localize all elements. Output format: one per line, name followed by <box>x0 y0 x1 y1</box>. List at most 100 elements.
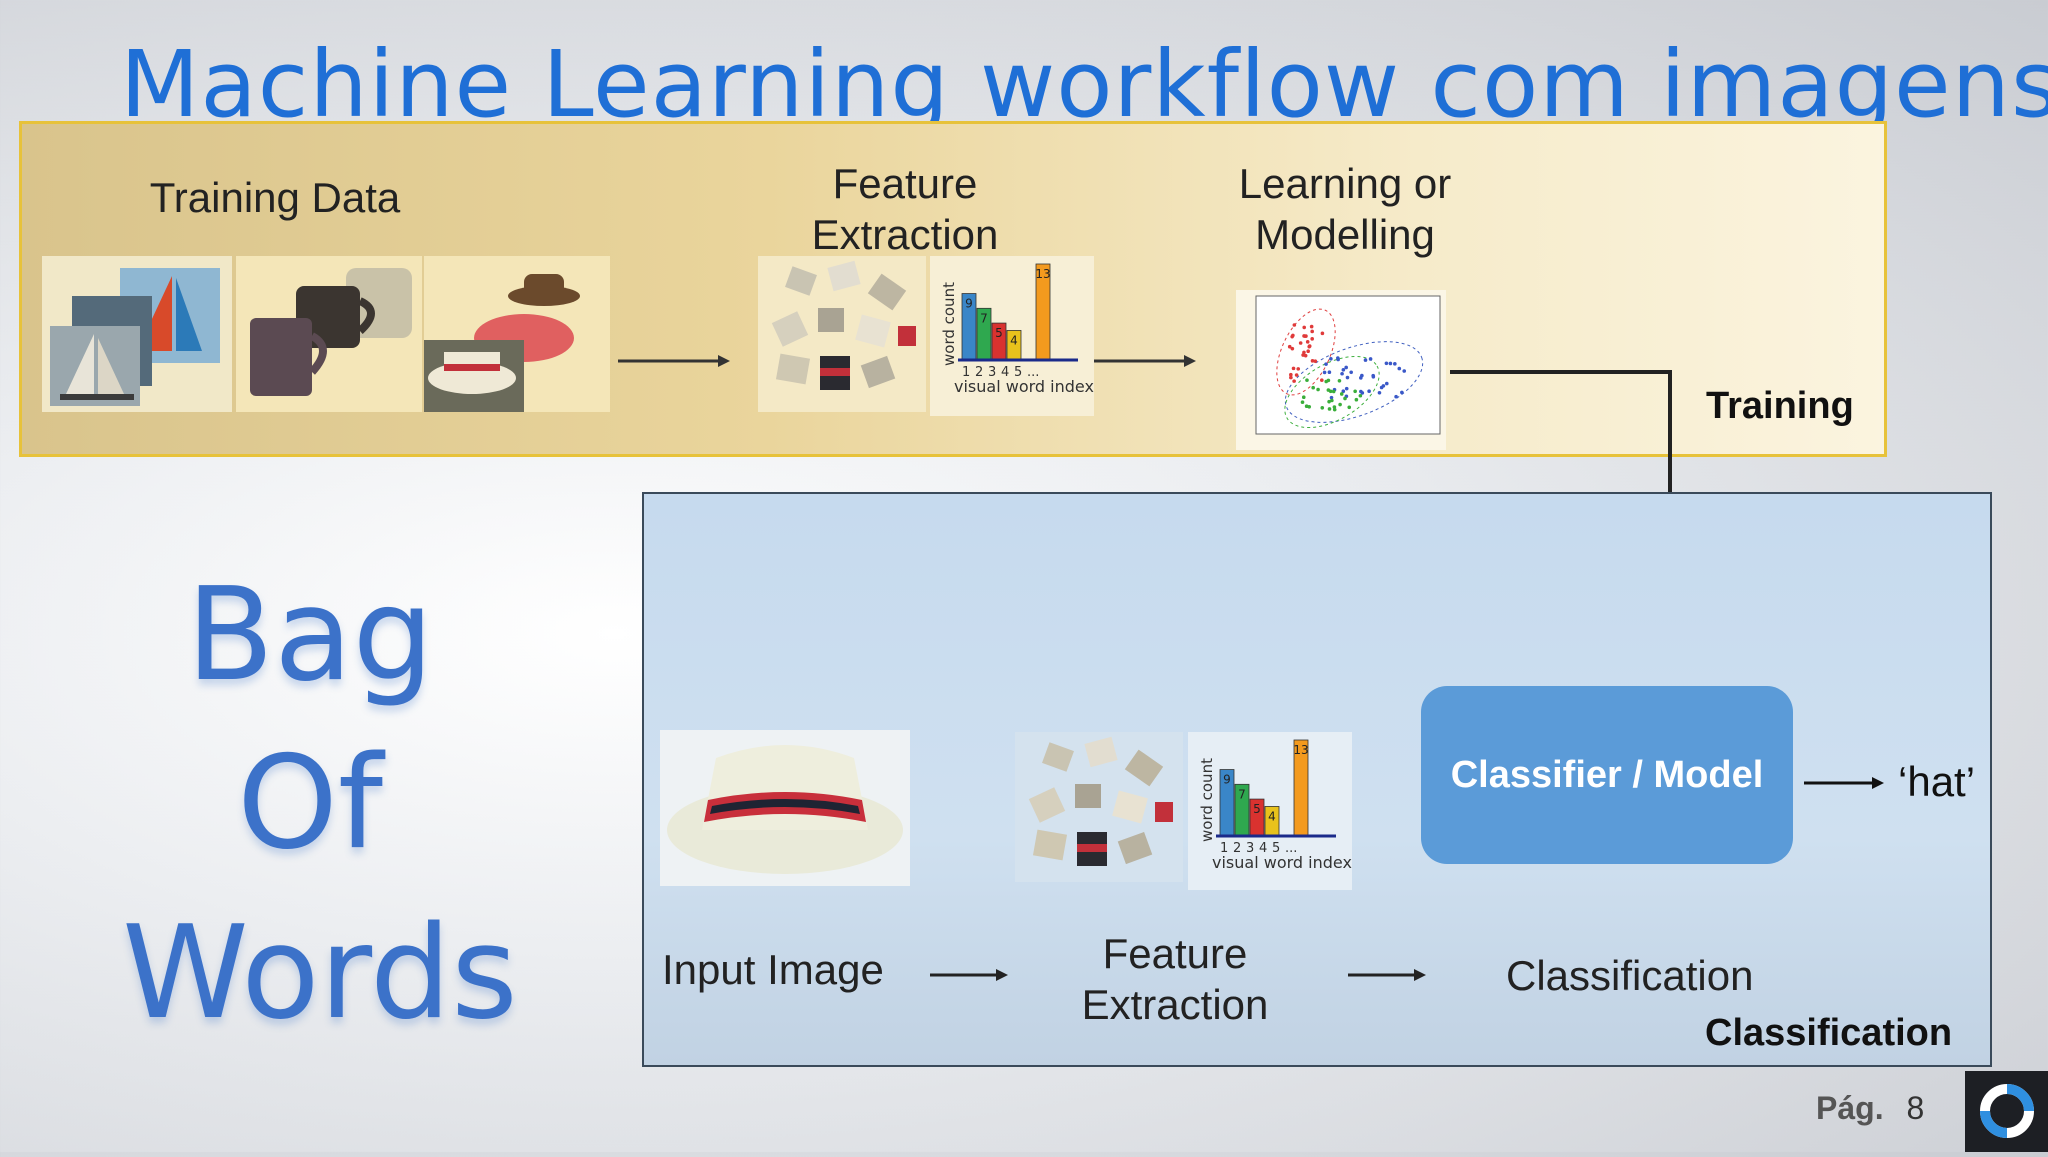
scatter-point <box>1336 356 1340 360</box>
hist-xlabel: visual word index <box>954 377 1094 396</box>
scatter-point <box>1340 371 1344 376</box>
hist-tick-label: 2 <box>1233 841 1241 856</box>
hist-bar-label: 7 <box>980 311 988 325</box>
scatter-point <box>1332 405 1337 409</box>
scatter-point <box>1330 398 1334 403</box>
scatter-point <box>1381 384 1386 388</box>
scatter-point <box>1291 333 1295 338</box>
feature-bottom-line1: Feature <box>1102 930 1248 977</box>
scatter-point <box>1294 373 1299 377</box>
scatter-point <box>1360 373 1364 378</box>
classifier-model-box: Classifier / Model <box>1421 686 1793 864</box>
scatter-point <box>1320 378 1324 382</box>
hist-tick-label: 5 <box>1014 365 1022 380</box>
scatter-point <box>1347 405 1352 410</box>
scatter-point <box>1400 390 1404 395</box>
hist-bar-label: 9 <box>1223 773 1231 787</box>
scatter-point <box>1292 323 1297 327</box>
scatter-point <box>1363 358 1368 362</box>
scatter-point <box>1306 349 1310 354</box>
scatter-point <box>1384 361 1389 366</box>
scatter-point <box>1384 381 1389 386</box>
scatter-point <box>1309 324 1314 329</box>
scatter-point <box>1290 346 1295 351</box>
scatter-point <box>1371 374 1376 379</box>
scatter-point <box>1292 379 1296 383</box>
page-indicator: Pág. 8 <box>1816 1090 1924 1127</box>
scatter-point <box>1316 387 1320 392</box>
scatter-point <box>1310 359 1315 363</box>
scatter-point <box>1320 331 1325 336</box>
logo-icon <box>1965 1071 2048 1152</box>
scatter-point <box>1358 393 1363 398</box>
scatter-point <box>1402 369 1407 373</box>
hist-ylabel: word count <box>940 282 958 366</box>
scatter-point <box>1296 367 1301 371</box>
scatter-point <box>1329 357 1333 361</box>
scatter-point <box>1326 388 1331 392</box>
feature-extraction-label-bottom: Feature Extraction <box>1040 928 1310 1030</box>
words-word: Words <box>122 899 518 1048</box>
scatter-point <box>1367 389 1371 394</box>
scatter-point <box>1332 407 1337 412</box>
scatter-point <box>1327 399 1331 404</box>
scatter-point <box>1313 359 1318 363</box>
scatter-point <box>1305 340 1310 344</box>
scatter-point <box>1393 362 1397 366</box>
hist-bar-label: 5 <box>1253 802 1261 816</box>
scatter-point <box>1310 329 1314 334</box>
mug-images <box>236 256 422 412</box>
page-number: 8 <box>1906 1090 1925 1126</box>
scatter-point <box>1322 370 1327 375</box>
learning-label-line1: Learning or <box>1238 160 1452 207</box>
feature-bottom-line2: Extraction <box>1081 981 1269 1029</box>
hist-bar-label: 7 <box>1238 787 1246 801</box>
scatter-point <box>1345 375 1350 380</box>
training-section-label: Training <box>1706 385 1854 427</box>
scatter-point <box>1302 325 1307 330</box>
scatter-point <box>1310 337 1314 341</box>
scatter-point <box>1368 357 1373 361</box>
classification-step-label: Classification <box>1506 952 1754 999</box>
scatter-point <box>1301 353 1305 357</box>
scatter-point <box>1354 397 1359 402</box>
scatter-point <box>1377 390 1382 395</box>
scatter-point <box>1353 389 1357 394</box>
bag-word: Bag <box>186 561 434 710</box>
scatter-point <box>1337 378 1342 383</box>
scatter-point <box>1324 362 1328 366</box>
learning-label: Learning or Modelling <box>1210 158 1480 260</box>
scatter-point <box>1349 370 1353 375</box>
arrow-to-feature <box>618 355 730 367</box>
of-word: Of <box>237 729 383 878</box>
feature-patches-bottom <box>1015 732 1183 882</box>
scatter-point <box>1388 361 1393 366</box>
hist-tick-label: 4 <box>1259 841 1267 856</box>
hist-tick-label: ... <box>1027 365 1039 380</box>
scatter-point <box>1339 392 1344 396</box>
hist-bar-label: 4 <box>1010 333 1018 347</box>
scatter-point <box>1331 389 1336 394</box>
hist-tick-label: 3 <box>1246 841 1254 856</box>
classification-section-label: Classification <box>1705 1012 1953 1054</box>
hist-xlabel: visual word index <box>1212 853 1352 872</box>
scatter-point <box>1338 402 1342 407</box>
scatter-point <box>1311 385 1315 390</box>
hist-tick-label: 1 <box>1220 841 1228 856</box>
scatter-point <box>1343 396 1347 401</box>
input-image-label: Input Image <box>662 946 884 993</box>
scatter-point <box>1289 372 1293 377</box>
arrow-to-learning <box>1094 355 1196 367</box>
hist-tick-label: 1 <box>962 365 970 380</box>
hist-bar-label: 13 <box>1293 743 1308 757</box>
scatter-point <box>1360 391 1365 395</box>
feature-patches-top <box>758 256 926 412</box>
hist-tick-label: 4 <box>1001 365 1009 380</box>
hist-tick-label: 5 <box>1272 841 1280 856</box>
scatter-point <box>1305 378 1309 382</box>
